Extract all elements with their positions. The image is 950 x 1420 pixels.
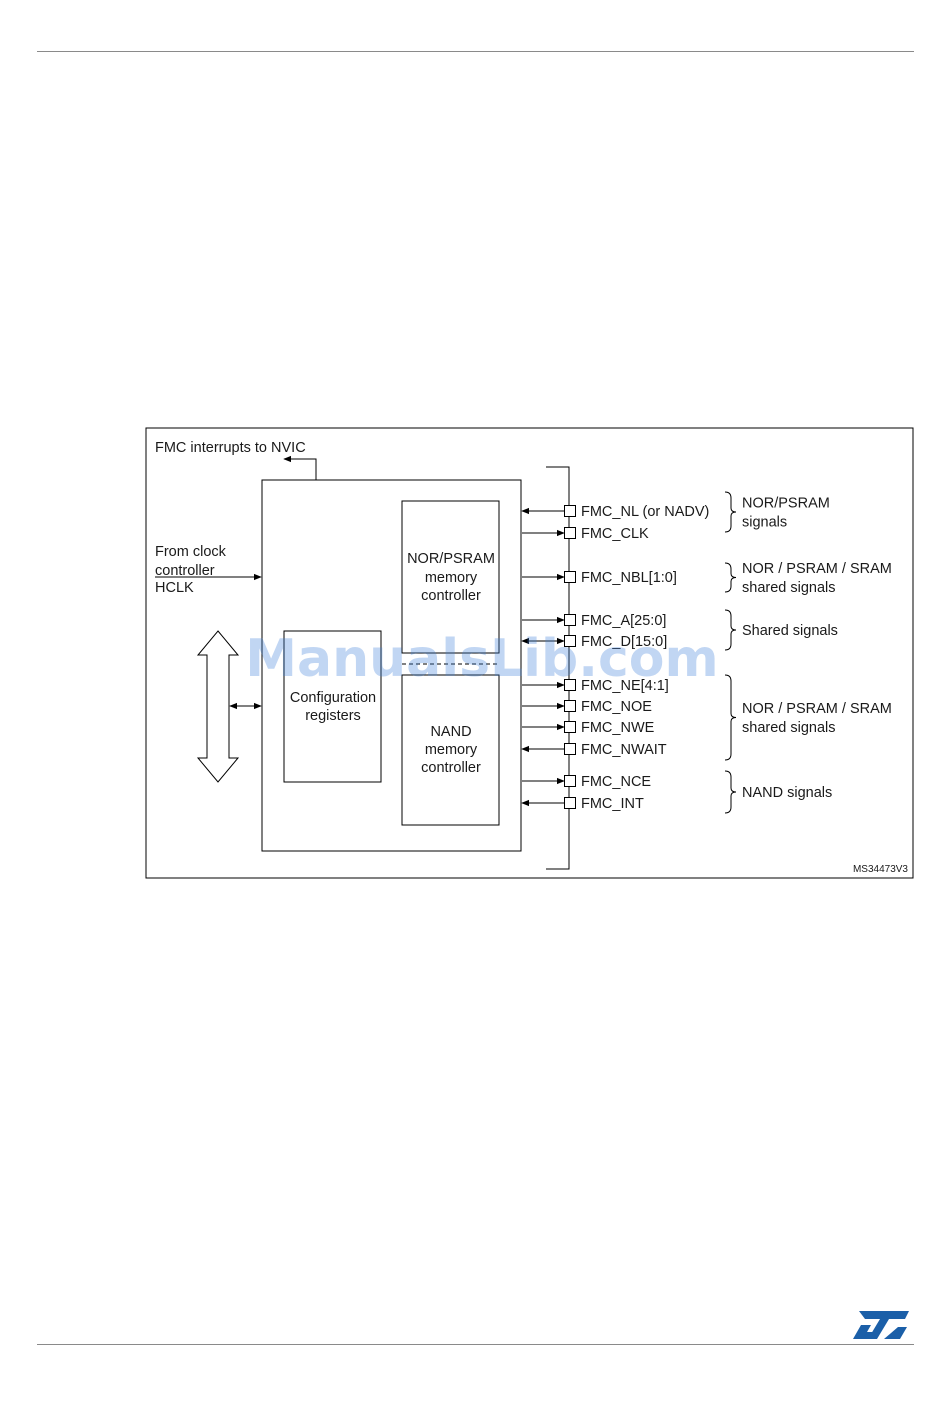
signal-pin — [564, 797, 576, 809]
group-label: NOR/PSRAM — [742, 496, 830, 512]
group-brace — [724, 491, 737, 533]
signal-label: FMC_NL (or NADV) — [581, 504, 709, 520]
fmc-block — [261, 479, 522, 852]
group-label: shared signals — [742, 720, 836, 736]
watermark: ManualsLib.com — [245, 629, 718, 689]
group-label: shared signals — [742, 580, 836, 596]
group-brace — [724, 609, 737, 651]
clock-label-3: HCLK — [155, 580, 194, 596]
group-brace — [724, 770, 737, 814]
group-label: signals — [742, 515, 787, 531]
nor-block-label-2: memory — [425, 570, 478, 586]
interrupt-arrow — [283, 455, 317, 480]
signal-pin — [564, 571, 576, 583]
signal-pin — [564, 700, 576, 712]
signal-label: FMC_NOE — [581, 699, 652, 715]
group-brace — [724, 674, 737, 761]
group-brace — [724, 562, 737, 593]
config-block-label-1: Configuration — [290, 690, 376, 706]
signal-label: FMC_D[15:0] — [581, 634, 667, 650]
group-label: NOR / PSRAM / SRAM — [742, 701, 892, 717]
signal-pin — [564, 527, 576, 539]
signal-pin — [564, 679, 576, 691]
interrupt-label: FMC interrupts to NVIC — [155, 440, 306, 456]
signal-label: FMC_NWE — [581, 720, 655, 736]
group-label: NAND signals — [742, 785, 832, 801]
figure-id: MS34473V3 — [853, 864, 908, 875]
signal-label: FMC_NBL[1:0] — [581, 570, 677, 586]
signal-label: FMC_NE[4:1] — [581, 678, 669, 694]
config-registers-block — [283, 630, 382, 783]
signal-label: FMC_CLK — [581, 526, 649, 542]
signal-pin — [564, 505, 576, 517]
nand-controller-block — [401, 674, 500, 826]
pin-bus-line — [546, 466, 570, 870]
nand-block-label-2: memory — [425, 742, 478, 758]
clock-label-1: From clock — [155, 544, 227, 560]
signal-pin — [564, 635, 576, 647]
signal-pin — [564, 743, 576, 755]
nor-controller-block — [401, 500, 500, 654]
group-label: Shared signals — [742, 623, 838, 639]
signal-label: FMC_NCE — [581, 774, 651, 790]
group-label: NOR / PSRAM / SRAM — [742, 561, 892, 577]
signal-label: FMC_A[25:0] — [581, 613, 666, 629]
ahb-bus-arrow — [196, 630, 240, 783]
nor-block-label-3: controller — [421, 588, 481, 604]
st-logo — [853, 1311, 909, 1339]
config-block-label-2: registers — [305, 708, 361, 724]
footer-rule — [37, 1344, 914, 1345]
signal-pin — [564, 775, 576, 787]
nor-block-label-1: NOR/PSRAM — [407, 551, 495, 567]
signal-pin — [564, 614, 576, 626]
signal-label: FMC_INT — [581, 796, 644, 812]
nand-block-label-1: NAND — [430, 724, 471, 740]
nand-block-label-3: controller — [421, 760, 481, 776]
signal-pin — [564, 721, 576, 733]
header-rule — [37, 51, 914, 52]
figure-frame — [145, 427, 914, 879]
signal-label: FMC_NWAIT — [581, 742, 667, 758]
clock-label-2: controller — [155, 563, 215, 579]
